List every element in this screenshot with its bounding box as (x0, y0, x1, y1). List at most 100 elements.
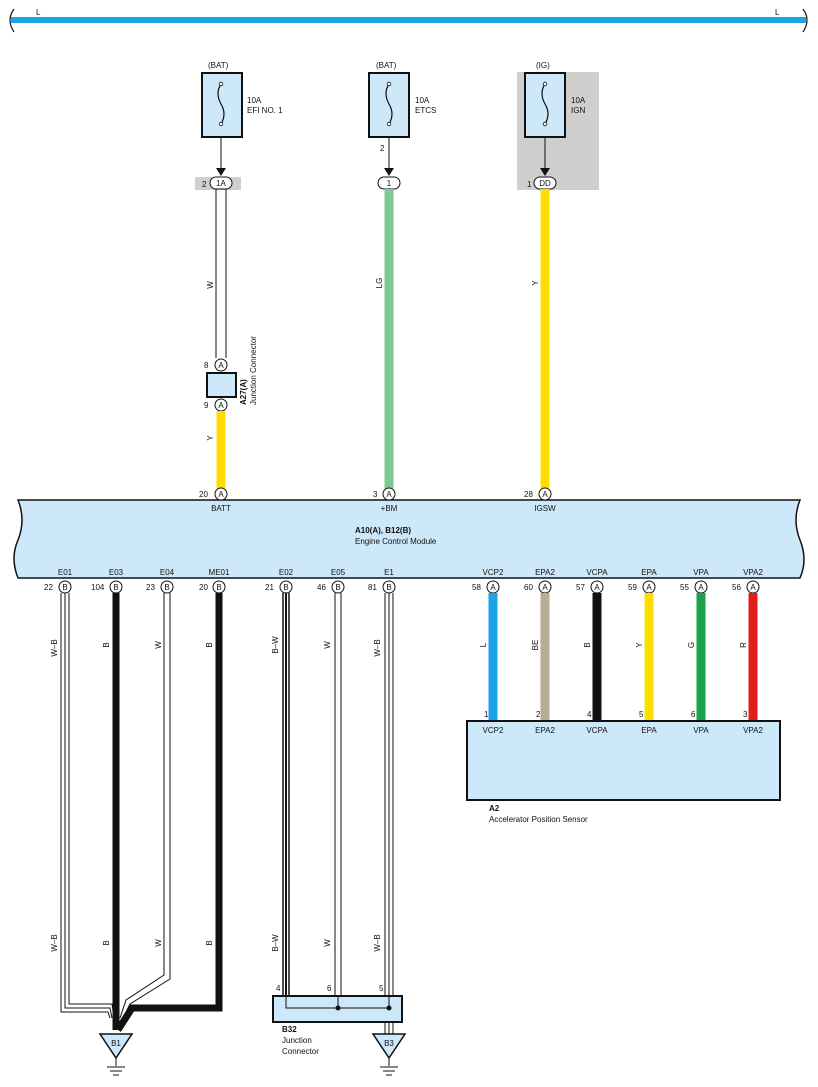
ground-triangle (98, 1033, 134, 1060)
ecm-pin-e04: E04 23 B (146, 568, 175, 594)
sensor-pin-num: 2 (536, 710, 541, 719)
pin-circle (160, 580, 174, 594)
junction-b32-id: B32 (282, 1025, 297, 1034)
fuse-terminal (542, 121, 548, 127)
ecm-pin-e05: E05 46 B (317, 568, 346, 594)
sensor-wire-epa2: BE 2 (531, 593, 550, 720)
wire-label: W (323, 641, 332, 649)
wire-y-batt: Y (206, 411, 226, 489)
connector-label: DD (539, 179, 551, 188)
pin-number: 22 (44, 583, 53, 592)
ecm-name: Engine Control Module (355, 537, 437, 546)
ecm-pin-vcpa: VCPA 57 A (576, 568, 608, 594)
ecm-title: A10(A), B12(B) (355, 526, 411, 535)
wire-label: B (583, 642, 592, 647)
fuse-etcs: (BAT) 10A ETCS 2 (368, 61, 436, 153)
connector-1: 1 (377, 176, 401, 190)
junction-a27-title: A27(A) (239, 379, 248, 405)
pin-number: 56 (732, 583, 741, 592)
sensor-wire-vcpa: B 4 (583, 593, 602, 720)
sensor-pin-num: 1 (484, 710, 489, 719)
pin-conn: A (542, 490, 548, 499)
pin-conn: A (218, 490, 224, 499)
splice-dot (386, 1005, 392, 1011)
ground-b3: B3 (371, 1033, 407, 1076)
fuse-etcs-name: ETCS (415, 106, 436, 115)
pin-name: E02 (279, 568, 294, 577)
ground-label: B3 (384, 1039, 394, 1048)
pin-number: 20 (199, 490, 208, 499)
wire-label: W–B (50, 934, 59, 951)
wire-label: L (479, 642, 488, 647)
ecm-pin-me01: ME01 20 B (199, 568, 230, 594)
ground-lead-b3 (384, 1022, 394, 1034)
pin-conn: A (698, 583, 704, 592)
pin-number: 23 (146, 583, 155, 592)
pin-conn: B (62, 583, 67, 592)
wire-label: LG (375, 278, 384, 289)
pin-conn: A (490, 583, 496, 592)
junction-conn-circle (214, 358, 228, 372)
pin-circle (538, 487, 552, 501)
pin-name: EPA (641, 568, 657, 577)
pin-number: 3 (373, 490, 378, 499)
ground-wire-e01: W–B W–B (50, 593, 115, 1019)
wire-label: B (102, 642, 111, 647)
pin-circle (382, 487, 396, 501)
arrow-down-icon (384, 168, 394, 176)
pin-conn: B (386, 583, 391, 592)
pin-conn: B (113, 583, 118, 592)
sensor-box (466, 720, 781, 801)
wire-label: B (205, 940, 214, 945)
accelerator-position-sensor: VCP2 EPA2 VCPA EPA VPA VPA2 A2 Accelerat… (466, 720, 781, 824)
wire-label: B–W (271, 934, 280, 952)
bus-right-bracket (802, 8, 808, 33)
bus-left-bracket (9, 8, 15, 33)
sensor-pin-name: VCP2 (483, 726, 504, 735)
junction-b32-name1: Junction (282, 1036, 312, 1045)
wire-label: W (154, 939, 163, 947)
pin-conn: A (542, 583, 548, 592)
ground-wire-e05: W W (323, 593, 342, 996)
pin-name: E04 (160, 568, 175, 577)
pin-number: 57 (576, 583, 585, 592)
wire-label: Y (206, 435, 215, 441)
fuse-leads (216, 137, 550, 176)
arrow-down-icon (540, 168, 550, 176)
ecm-pin-epa2: EPA2 60 A (524, 568, 555, 594)
pin-number: 20 (199, 583, 208, 592)
pin-number: 104 (91, 583, 105, 592)
sensor-pin-name: VPA2 (743, 726, 763, 735)
sensor-pin-num: 6 (691, 710, 696, 719)
ecm-pin-bm: 3 A +BM (373, 487, 398, 513)
fuse-efi-source: (BAT) (208, 61, 229, 70)
connector-pin: 2 (202, 180, 207, 189)
sensor-id: A2 (489, 804, 500, 813)
fuse-terminal (218, 121, 224, 127)
fuse-efi: (BAT) 10A EFI NO. 1 (201, 61, 283, 138)
pin-number: 28 (524, 490, 533, 499)
pin-conn: B (164, 583, 169, 592)
sensor-pin-num: 3 (743, 710, 748, 719)
pin-name: E03 (109, 568, 124, 577)
power-bus: L L (9, 8, 808, 33)
junction-pin-top: 8 (204, 361, 209, 370)
junction-pin: 6 (327, 984, 332, 993)
wire-label: BE (531, 640, 540, 651)
ground-b1: B1 (98, 1033, 134, 1076)
arrow-down-icon (216, 168, 226, 176)
wire-w-upper: W (206, 189, 227, 358)
ground-wire-e03: B B (102, 593, 120, 1030)
pin-name: VPA (693, 568, 709, 577)
sensor-pin-num: 4 (587, 710, 592, 719)
fuse-terminal (218, 81, 224, 87)
pin-name: VCP2 (483, 568, 504, 577)
pin-number: 58 (472, 583, 481, 592)
wire-label: W (323, 939, 332, 947)
ground-wire-e02: B–W B–W (271, 593, 290, 996)
pin-number: 55 (680, 583, 689, 592)
fuse-ign: (IG) 10A IGN (517, 61, 599, 190)
sensor-name: Accelerator Position Sensor (489, 815, 588, 824)
junction-pin: 4 (276, 984, 281, 993)
fuse-efi-name: EFI NO. 1 (247, 106, 283, 115)
